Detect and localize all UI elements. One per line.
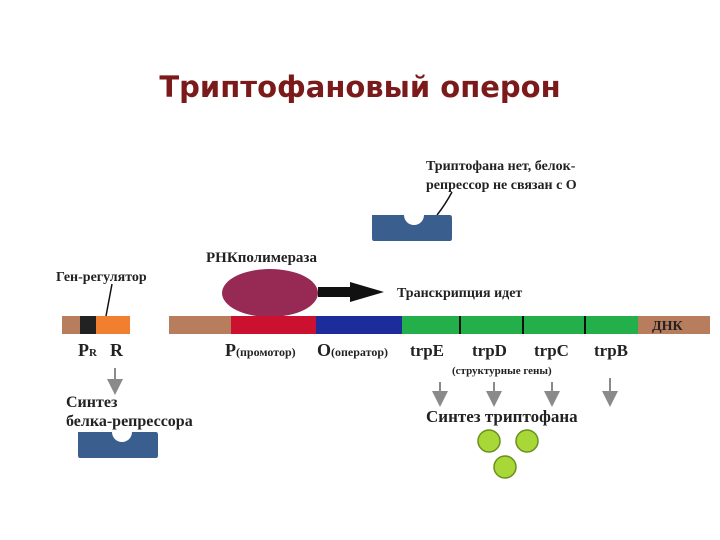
synth-repressor-line1: Синтез xyxy=(66,394,118,411)
repressor-note-pointer xyxy=(436,191,453,216)
structural-genes-label: (структурные гены) xyxy=(452,365,552,377)
tryptophan-molecule xyxy=(493,455,517,479)
regulator-gene-label: Ген-регулятор xyxy=(56,270,147,285)
transcription-label: Транскрипция идет xyxy=(397,286,522,301)
synth-trp-label: Синтез триптофана xyxy=(426,407,578,426)
tryptophan-molecule xyxy=(515,429,539,453)
transcription-arrow-head xyxy=(350,282,384,302)
rna-polymerase-label: РНКполимераза xyxy=(206,250,317,266)
operator-label: O(оператор) xyxy=(317,340,388,360)
rna-polymerase xyxy=(222,269,318,317)
transcription-arrow-shaft xyxy=(318,287,354,297)
repressor-note-line1: Триптофана нет, белок- xyxy=(426,159,576,174)
gene-label-trpe: trpE xyxy=(410,341,444,360)
promoter-label: P(промотор) xyxy=(225,340,296,360)
operator-block xyxy=(316,316,402,334)
gene-label-trpd: trpD xyxy=(472,341,507,360)
pr-block xyxy=(80,316,96,334)
synth-repressor-line2: белка-репрессора xyxy=(66,413,193,430)
tryptophan-molecule xyxy=(477,429,501,453)
dna-left-segment xyxy=(62,316,80,334)
structural-genes-block xyxy=(402,316,638,334)
dna-middle-segment xyxy=(169,316,231,334)
pr-label: PR xyxy=(78,340,98,360)
promoter-block xyxy=(231,316,316,334)
gene-label-trpc: trpC xyxy=(534,341,569,360)
repressor-note-line2: репрессор не связан с О xyxy=(426,178,577,193)
regulator-gene-pointer xyxy=(105,283,113,317)
dna-right-segment xyxy=(638,316,710,334)
synthesized-repressor xyxy=(78,432,158,458)
regulator-gene-block xyxy=(96,316,130,334)
dna-label: ДНК xyxy=(652,319,684,334)
free-repressor xyxy=(372,215,452,241)
r-label: R xyxy=(110,340,124,360)
gene-label-trpb: trpB xyxy=(594,341,628,360)
page-title: Триптофановый оперон xyxy=(159,70,561,104)
